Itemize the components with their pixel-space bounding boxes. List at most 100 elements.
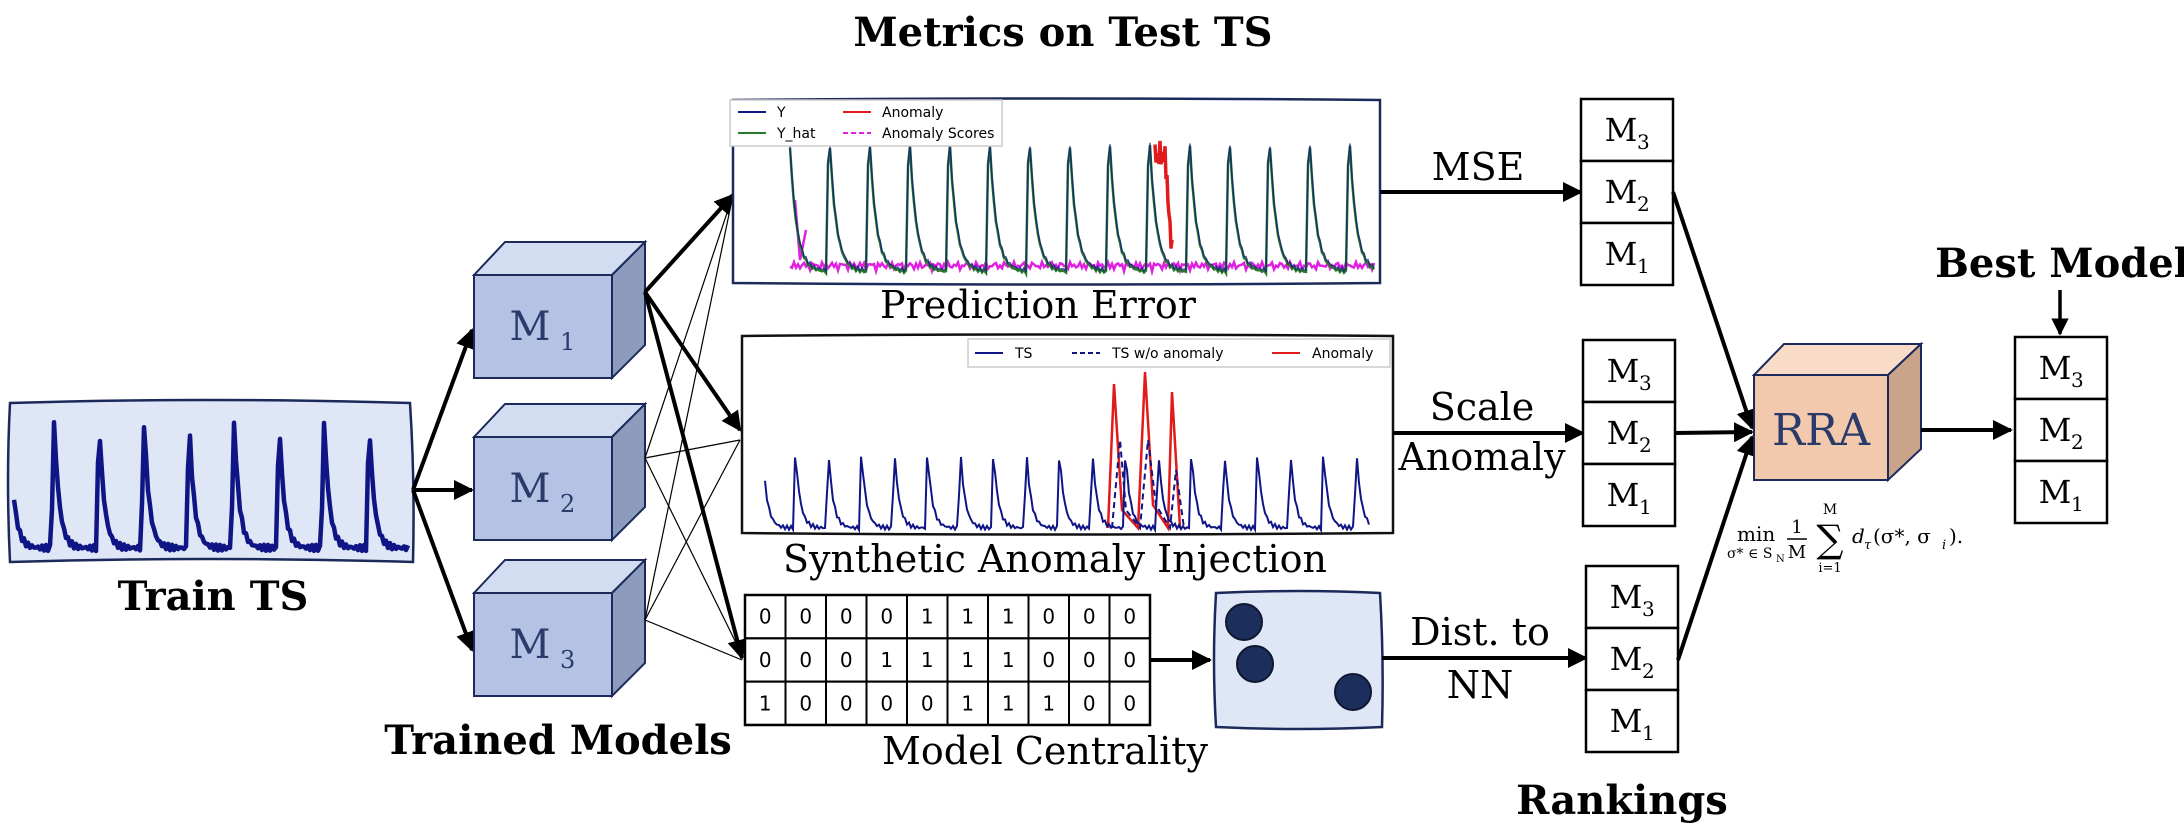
matrix-value: 0 [759, 648, 772, 672]
formula-frac-den: M [1788, 542, 1806, 563]
matrix-value: 0 [1042, 605, 1055, 629]
ranking-model-subscript: 2 [2071, 430, 2084, 454]
ranking-cell [1581, 400, 1677, 466]
ranking-model-label: M [1610, 578, 1643, 616]
matrix-value: 1 [1042, 691, 1055, 715]
matrix-value: 0 [1083, 648, 1096, 672]
rra-formula: min σ* ∈ S N 1 M M ∑ i=1 d τ (σ*, σ i ). [1727, 502, 1963, 576]
ranking-cell [2013, 459, 2109, 525]
ranking-model-label: M [2039, 411, 2072, 449]
synthetic-anomaly-label: Synthetic Anomaly Injection [783, 537, 1327, 581]
train-to-models-arrows [411, 328, 476, 652]
formula-sum-bottom: i=1 [1818, 561, 1841, 576]
train-ts-panel [6, 398, 415, 564]
synthetic-anomaly-panel: TS TS w/o anomaly Anomaly Synthetic Anom… [740, 333, 1395, 581]
model-to-metrics-arrows [643, 193, 748, 661]
formula-frac-num: 1 [1791, 517, 1802, 538]
matrix-value: 1 [921, 605, 934, 629]
metrics-title: Metrics on Test TS [853, 9, 1272, 56]
ranking-model-label: M [1605, 111, 1638, 149]
ranking-model-subscript: 1 [2071, 492, 2084, 516]
formula-sum-top: M [1823, 502, 1837, 518]
matrix-value: 0 [1083, 691, 1096, 715]
matrix-value: 1 [880, 648, 893, 672]
model-label-m2: M [510, 466, 551, 512]
trained-models-title: Trained Models [384, 717, 732, 764]
y-series [789, 142, 1375, 274]
ranking-model-subscript: 2 [1642, 659, 1655, 683]
legend-synth-anomaly: Anomaly [1312, 346, 1373, 362]
ranking-cell [1581, 338, 1677, 404]
matrix-value: 0 [840, 648, 853, 672]
legend-ts: TS [1014, 346, 1033, 362]
ranking-cell [1581, 462, 1677, 528]
ranking-model-label: M [1610, 640, 1643, 678]
matrix-value: 0 [880, 691, 893, 715]
embedding-point [1334, 673, 1372, 711]
matrix-value: 1 [1002, 648, 1015, 672]
matrix-value: 0 [799, 648, 812, 672]
ranking-model-label: M [1610, 702, 1643, 740]
anomaly-series [1153, 140, 1174, 249]
matrix-value: 0 [840, 605, 853, 629]
legend-ts-wo-anomaly: TS w/o anomaly [1111, 346, 1223, 362]
formula-body: d [1852, 524, 1865, 548]
ts-wo-anomaly-series [1111, 439, 1185, 532]
model-centrality-label: Model Centrality [882, 729, 1209, 773]
ranking-cell [1579, 221, 1675, 287]
ranking-model-subscript: 1 [1642, 721, 1655, 745]
model-cube-m2: M 2 [471, 401, 648, 543]
ranking-model-label: M [1607, 352, 1640, 390]
train-ts-series [11, 419, 411, 554]
prediction-error-panel: Y Y_hat Anomaly Anomaly Scores Predictio… [729, 97, 1382, 327]
prediction-legend: Y Y_hat Anomaly Anomaly Scores [729, 99, 1003, 147]
ranking-model-label: M [2039, 349, 2072, 387]
synthetic-ts-series [764, 456, 1370, 534]
matrix-value: 0 [1123, 648, 1136, 672]
rra-cube: RRA [1751, 341, 1924, 483]
model-sub-m3: 3 [560, 646, 575, 674]
ranking-cell [2013, 397, 2109, 463]
synthetic-anomaly-series [1106, 371, 1182, 533]
model-cube-m3: M 3 [471, 557, 648, 699]
matrix-value: 0 [799, 691, 812, 715]
ranking-model-subscript: 2 [1637, 192, 1650, 216]
model-cube-m1: M 1 [471, 239, 648, 381]
formula-i: i [1942, 538, 1946, 553]
matrix-value: 1 [961, 605, 974, 629]
matrix-value: 0 [759, 605, 772, 629]
prediction-error-label: Prediction Error [880, 283, 1197, 327]
model-sub-m2: 2 [560, 490, 575, 518]
ranking-model-subscript: 1 [1637, 254, 1650, 278]
matrix-value: 0 [921, 691, 934, 715]
formula-min: min [1737, 522, 1775, 546]
anomaly-edge-label: Anomaly [1397, 435, 1566, 479]
train-ts-title: Train TS [118, 573, 309, 620]
embedding-point [1236, 645, 1274, 683]
ranking-model-subscript: 2 [1639, 433, 1652, 457]
matrix-value: 0 [880, 605, 893, 629]
formula-sum: ∑ [1816, 517, 1843, 561]
ranking-model-label: M [1605, 235, 1638, 273]
ranking-model-subscript: 1 [1639, 495, 1652, 519]
nn-label: NN [1447, 663, 1514, 707]
matrix-value: 0 [1083, 605, 1096, 629]
matrix-value: 1 [961, 691, 974, 715]
dist-label: Dist. to [1410, 610, 1550, 654]
ranking-model-subscript: 3 [2071, 368, 2084, 392]
model-label-m3: M [510, 622, 551, 668]
matrix-value: 0 [1042, 648, 1055, 672]
matrix-value: 0 [840, 691, 853, 715]
rankings-title: Rankings [1516, 777, 1728, 824]
matrix-value: 1 [759, 691, 772, 715]
matrix-value: 0 [799, 605, 812, 629]
ranking-cell [1584, 688, 1680, 754]
formula-tau: τ [1864, 538, 1872, 553]
ranking-model-label: M [1607, 476, 1640, 514]
legend-y-hat: Y_hat [776, 126, 816, 142]
